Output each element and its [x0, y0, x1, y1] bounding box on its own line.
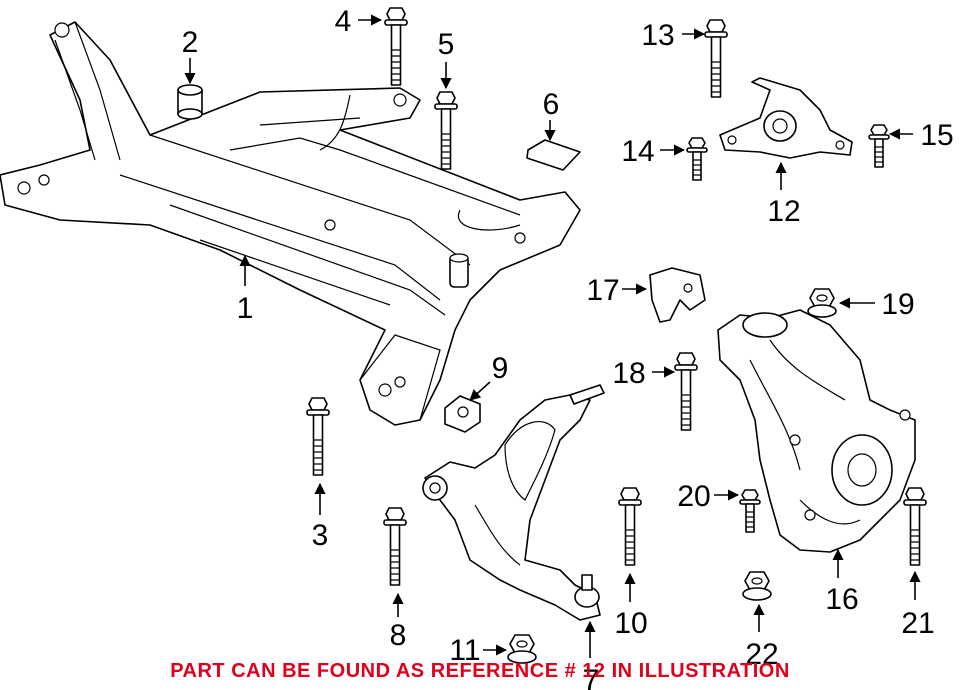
bolt-10 — [618, 487, 642, 566]
bolt-20 — [739, 489, 761, 533]
bolt-8 — [383, 507, 407, 586]
callout-numbers: 1 2 3 4 5 6 7 8 9 10 11 12 13 14 15 16 1… — [182, 5, 954, 690]
reference-caption: PART CAN BE FOUND AS REFERENCE # 12 IN I… — [170, 660, 790, 682]
callout-19: 19 — [881, 288, 914, 321]
bolt-14 — [686, 137, 708, 181]
bolt-15 — [868, 124, 890, 168]
callout-2: 2 — [182, 26, 199, 59]
callout-22: 22 — [745, 638, 778, 671]
subframe — [0, 21, 581, 426]
callout-21: 21 — [901, 607, 934, 640]
callout-10: 10 — [614, 607, 647, 640]
callout-12: 12 — [767, 195, 800, 228]
leader-lines — [184, 14, 921, 658]
callout-4: 4 — [335, 5, 352, 38]
bushing — [177, 84, 203, 120]
nut-plate — [444, 395, 481, 433]
bracket-plate — [526, 139, 581, 171]
bolt-4 — [384, 7, 408, 86]
steering-knuckle — [717, 309, 916, 553]
callout-13: 13 — [641, 19, 674, 52]
callout-8: 8 — [390, 619, 407, 652]
callout-1: 1 — [237, 292, 254, 325]
nut-19 — [807, 288, 837, 318]
callout-16: 16 — [825, 583, 858, 616]
lower-control-arm — [422, 384, 605, 621]
callout-20: 20 — [677, 480, 710, 513]
bolt-3 — [306, 397, 330, 476]
bolt-18 — [674, 352, 698, 431]
callout-6: 6 — [543, 88, 560, 121]
bolt-5 — [434, 91, 458, 170]
callout-18: 18 — [612, 357, 645, 390]
callout-5: 5 — [438, 28, 455, 61]
callout-15: 15 — [920, 119, 953, 152]
callout-14: 14 — [621, 135, 654, 168]
bolt-13 — [704, 19, 728, 98]
bolt-21 — [903, 487, 927, 566]
bushing-mount — [719, 77, 853, 159]
callout-11: 11 — [449, 634, 480, 667]
callout-3: 3 — [312, 519, 329, 552]
nut-11 — [507, 634, 537, 664]
nut-22 — [742, 571, 772, 601]
clip-bracket — [649, 267, 706, 323]
callout-9: 9 — [492, 352, 509, 385]
leader-9 — [469, 381, 491, 401]
callout-17: 17 — [586, 274, 619, 307]
callout-7: 7 — [583, 664, 600, 690]
